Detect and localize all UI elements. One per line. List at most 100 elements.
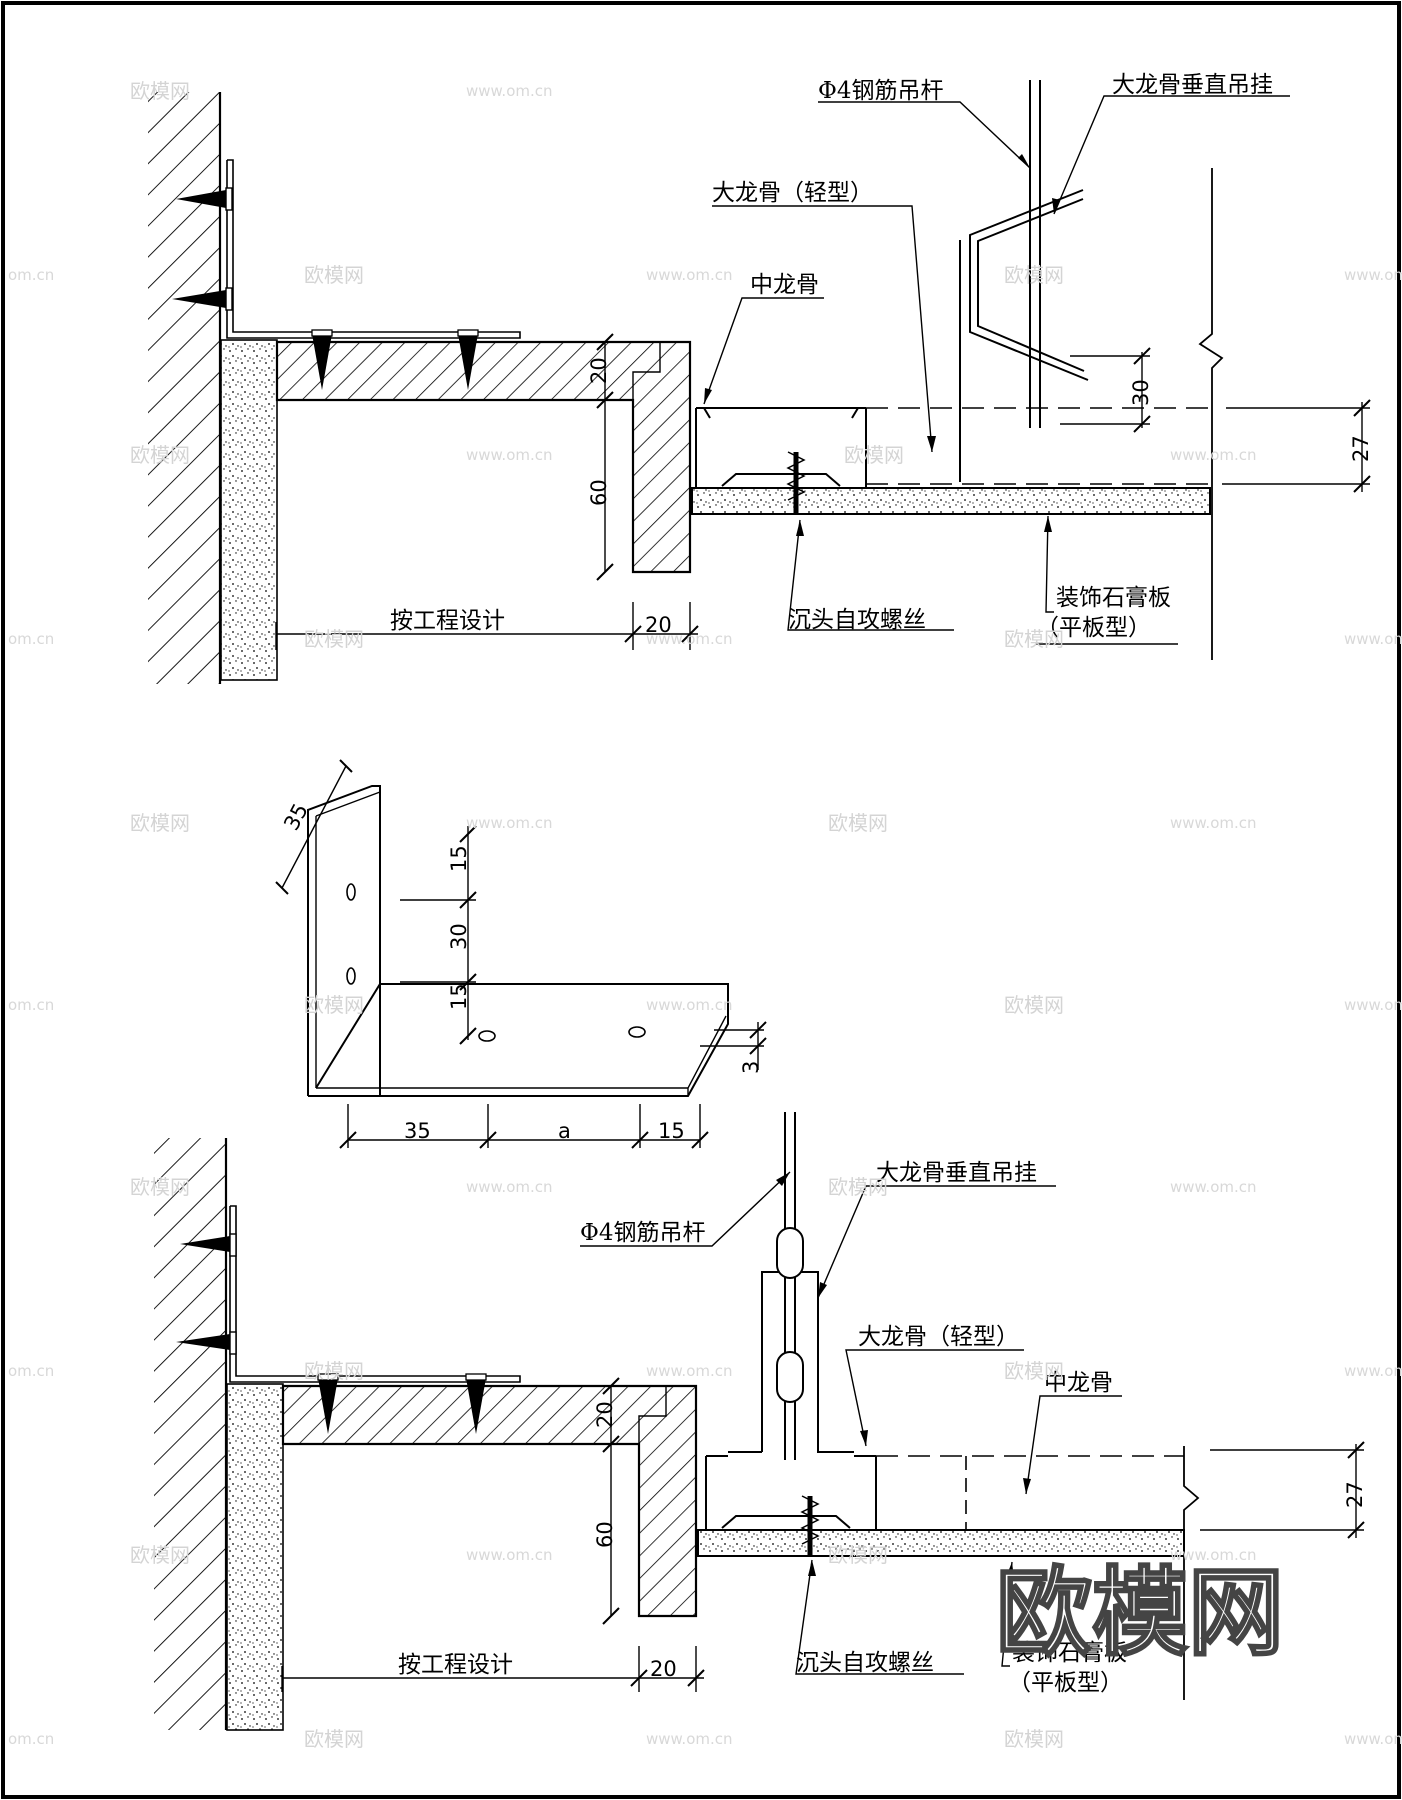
watermark-brand: 欧模网 bbox=[1004, 1359, 1064, 1383]
watermark-brand: 欧模网 bbox=[828, 1543, 888, 1567]
watermark-brand: 欧模网 bbox=[304, 1727, 364, 1751]
angle-dim-15-right: 15 bbox=[658, 1119, 685, 1143]
watermark-brand: 欧模网 bbox=[130, 443, 190, 467]
angle-dim-15-top: 15 bbox=[447, 845, 471, 872]
bottom-label-main-keel: 大龙骨（轻型） bbox=[858, 1324, 1019, 1350]
top-design-note: 按工程设计 bbox=[390, 608, 505, 634]
watermark-brand: 欧模网 bbox=[130, 1543, 190, 1567]
angle-hole-3 bbox=[478, 1030, 496, 1042]
bottom-dim-60: 60 bbox=[593, 1521, 617, 1548]
top-dim-60: 60 bbox=[587, 479, 611, 506]
top-label-vertical-hanger: 大龙骨垂直吊挂 bbox=[1112, 72, 1273, 98]
watermark-brand: 欧模网 bbox=[130, 1175, 190, 1199]
top-label-board-line1: 装饰石膏板 bbox=[1056, 585, 1171, 611]
top-label-middle-keel: 中龙骨 bbox=[750, 272, 819, 298]
watermark-site: www.om.cn bbox=[646, 266, 733, 284]
bottom-label-board-line2: （平板型） bbox=[1008, 1670, 1123, 1696]
watermark-site: www.om.cn bbox=[466, 814, 553, 832]
watermark-site: www.om.cn bbox=[646, 996, 733, 1014]
top-label-board-line2: （平板型） bbox=[1036, 615, 1151, 641]
bottom-dim-20-vertical: 20 bbox=[593, 1401, 617, 1428]
angle-bracket-horizontal bbox=[308, 983, 729, 1097]
watermark-brand: 欧模网 bbox=[1004, 627, 1064, 651]
watermark-brand: 欧模网 bbox=[130, 811, 190, 835]
top-nail-2 bbox=[458, 334, 478, 390]
watermark-logo-large: 欧模网 bbox=[996, 1557, 1284, 1669]
bottom-design-note: 按工程设计 bbox=[398, 1652, 513, 1678]
watermark-site: www.om.cn bbox=[646, 1362, 733, 1380]
watermark-site-short: om.cn bbox=[8, 266, 54, 284]
top-dim-20-vertical: 20 bbox=[587, 357, 611, 384]
watermark-site-short: om.cn bbox=[8, 630, 54, 648]
angle-bracket-vertical bbox=[307, 785, 381, 1096]
watermark-site: www.om.cn bbox=[1170, 1546, 1257, 1564]
watermark-site: www.om.cn bbox=[1170, 814, 1257, 832]
bottom-label-middle-keel: 中龙骨 bbox=[1044, 1370, 1113, 1396]
watermark-brand: 欧模网 bbox=[844, 443, 904, 467]
angle-dim-30: 30 bbox=[447, 923, 471, 950]
watermark-site-short: om.cn bbox=[8, 1362, 54, 1380]
top-render-layer bbox=[220, 339, 278, 681]
watermark-site-short: om.cn bbox=[8, 1730, 54, 1748]
watermark-brand: 欧模网 bbox=[828, 811, 888, 835]
watermark-site: www.om.cn bbox=[1170, 1178, 1257, 1196]
watermark-site: www.om.cn bbox=[466, 1178, 553, 1196]
watermark-site: www.om.cn bbox=[466, 446, 553, 464]
watermark-brand: 欧模网 bbox=[304, 1359, 364, 1383]
top-nail-1 bbox=[312, 334, 332, 390]
top-middle-keel bbox=[695, 407, 867, 489]
bottom-label-vertical-hanger: 大龙骨垂直吊挂 bbox=[876, 1160, 1037, 1186]
top-wall-hatch bbox=[148, 92, 220, 684]
top-timber-profile bbox=[275, 340, 692, 574]
bottom-render-layer bbox=[226, 1383, 284, 1731]
angle-hole-4 bbox=[628, 1026, 646, 1038]
watermark-site: www.om.cn bbox=[1344, 630, 1402, 648]
angle-dim-15-bottom: 15 bbox=[447, 983, 471, 1010]
watermark-layer: 欧模网 www.om.cn 欧模网 www.om.cn 欧模网 www.om.c… bbox=[8, 79, 1402, 1751]
watermark-site: www.om.cn bbox=[646, 630, 733, 648]
top-dim-20-bottom: 20 bbox=[645, 613, 672, 637]
top-wall-angle bbox=[226, 159, 521, 339]
bottom-dim-20-bottom: 20 bbox=[650, 1657, 677, 1681]
watermark-site: www.om.cn bbox=[1344, 996, 1402, 1014]
watermark-brand: 欧模网 bbox=[304, 993, 364, 1017]
top-gypsum-board bbox=[691, 487, 1211, 515]
bottom-dim-27: 27 bbox=[1343, 1481, 1367, 1508]
top-anchor-1 bbox=[176, 190, 226, 208]
top-dim-30: 30 bbox=[1129, 379, 1153, 406]
top-anchor-2 bbox=[172, 290, 226, 308]
watermark-site: www.om.cn bbox=[1344, 1730, 1402, 1748]
watermark-brand: 欧模网 bbox=[1004, 1727, 1064, 1751]
bottom-label-screw: 沉头自攻螺丝 bbox=[796, 1650, 934, 1676]
angle-dim-35-bottom: 35 bbox=[404, 1119, 431, 1143]
bottom-label-board-line1: 装饰石膏板 bbox=[1012, 1640, 1127, 1666]
bottom-vertical-hanger bbox=[761, 1271, 854, 1453]
angle-dim-a: a bbox=[558, 1119, 571, 1143]
bottom-main-keel bbox=[705, 1455, 877, 1531]
watermark-site: www.om.cn bbox=[1344, 266, 1402, 284]
bottom-anchor-1 bbox=[180, 1236, 230, 1252]
angle-hole-2 bbox=[346, 967, 356, 985]
bottom-detail: 20 60 按工程设计 20 27 Φ4钢筋吊杆 大龙骨垂直吊挂 大龙骨（轻型）… bbox=[154, 1112, 1367, 1731]
bottom-nail-1 bbox=[318, 1378, 338, 1434]
top-label-screw: 沉头自攻螺丝 bbox=[788, 607, 926, 633]
bottom-timber-profile bbox=[281, 1384, 698, 1618]
watermark-site: www.om.cn bbox=[1170, 446, 1257, 464]
angle-hole-1 bbox=[346, 883, 356, 901]
watermark-site: www.om.cn bbox=[646, 1730, 733, 1748]
watermark-site: www.om.cn bbox=[1344, 1362, 1402, 1380]
bottom-anchor-2 bbox=[176, 1334, 230, 1350]
watermark-site-short: om.cn bbox=[8, 996, 54, 1014]
bottom-wall-angle bbox=[229, 1205, 521, 1383]
angle-dim-3: 3 bbox=[739, 1061, 763, 1074]
top-label-hanger-rod: Φ4钢筋吊杆 bbox=[818, 78, 944, 104]
top-dim-27: 27 bbox=[1349, 435, 1373, 462]
bottom-label-hanger-rod: Φ4钢筋吊杆 bbox=[580, 1220, 706, 1246]
top-detail: 20 60 按工程设计 20 30 27 Φ4钢筋吊杆 大龙骨垂直吊挂 大龙骨（… bbox=[148, 72, 1373, 684]
watermark-brand: 欧模网 bbox=[304, 263, 364, 287]
watermark-brand: 欧模网 bbox=[1004, 263, 1064, 287]
bottom-gypsum-board bbox=[697, 1529, 1185, 1557]
watermark-site: www.om.cn bbox=[466, 1546, 553, 1564]
